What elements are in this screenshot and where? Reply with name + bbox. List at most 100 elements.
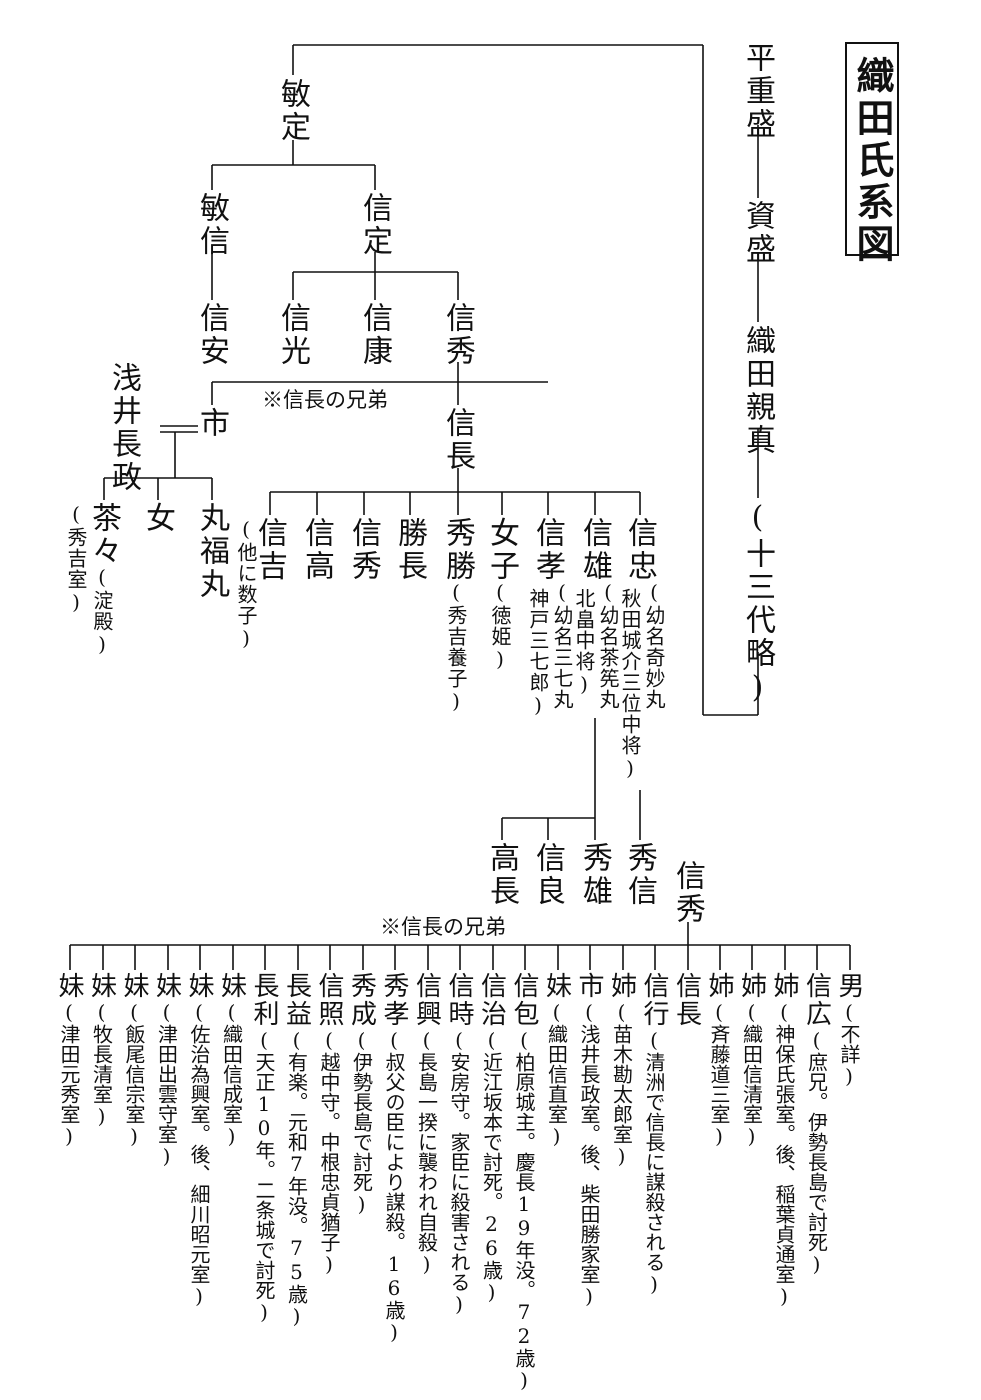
node-nobuhide: 信秀 [440,302,475,368]
sibling-8: 市(浅井長政室。後、柴田勝家室) [574,972,604,1308]
sibling-note: (庶兄。伊勢長島で討死) [804,1028,829,1276]
node-joshi: 女子 [484,517,519,583]
sibling-15: 秀成(伊勢長島で討死) [346,972,377,1216]
node-nobuhide-bottom: 信秀 [670,860,705,926]
sibling-note: (神保氏張室。後、稲葉貞通室) [772,1000,796,1308]
node-nobukatsu: 信雄 [577,517,612,583]
sibling-note: (佐治為興室。後、細川昭元室) [187,1000,211,1308]
sibling-6: 信行(清洲で信長に謀殺される) [639,972,669,1296]
node-marufukumaru: 丸福丸 [194,502,229,601]
node-toshisada: 敏定 [275,78,310,144]
sibling-12: 信時(安房守。家臣に殺害される) [444,972,474,1316]
sibling-note: (斉藤道三室) [707,1000,731,1148]
sibling-name: 長利 [249,972,279,1028]
sibling-name: 妹 [184,972,214,1000]
node-azai-nagamasa-text: 浅井長政 [106,362,141,494]
node-nobumitsu: 信光 [275,302,310,368]
sibling-1: 信広(庶兄。伊勢長島で討死) [801,972,832,1276]
sibling-name: 妹 [54,972,84,1000]
note-kimyomaru: (幼名奇妙丸 [642,580,666,710]
sibling-note: (不詳) [837,1000,861,1088]
sibling-name: 秀孝 [379,972,409,1028]
sibling-22: 妹(飯尾信宗室) [119,972,149,1148]
sibling-name: 信治 [476,972,507,1028]
sibling-name: 秀成 [346,972,377,1028]
node-nobunaga: 信長 [440,407,475,473]
sibling-4: 姉(斉藤道三室) [704,972,734,1148]
ancestor-taira-shigemori: 平重盛 [740,42,775,141]
sibling-name: 信広 [801,972,832,1028]
node-hidekatsu: 秀勝 [440,517,475,583]
sibling-name: 姉 [736,972,767,1000]
sibling-name: 妹 [86,972,117,1000]
sibling-name: 長益 [281,972,312,1028]
sibling-18: 長利(天正10年。二条城で討死) [249,972,279,1324]
sibling-note: (苗木勘太郎室) [609,1000,634,1168]
sibling-note: (柏原城主。慶長19年没。72歳) [512,1028,536,1392]
sibling-note: (天正10年。二条城で討死) [252,1028,276,1324]
node-nobutaka: 信孝 [530,517,565,583]
node-ichi: 市 [194,407,229,440]
sibling-3: 姉(織田信清室) [736,972,767,1148]
sibling-name: 市 [574,972,604,1000]
node-nobuyoshi: 信吉 [252,517,287,583]
sibling-20: 妹(佐治為興室。後、細川昭元室) [184,972,214,1308]
sibling-16: 信照(越中守。中根忠貞猶子) [314,972,344,1276]
note-tokuhime: (徳姫) [488,580,512,672]
note-kitabatake: 北畠中将) [572,588,596,697]
sibling-note: (伊勢長島で討死) [349,1028,374,1216]
sibling-13: 信興(長島一揆に襲われ自殺) [411,972,442,1276]
sibling-17: 長益(有楽。元和7年没。75歳) [281,972,312,1328]
sibling-note: (織田信成室) [219,1000,244,1148]
sibling-name: 妹 [541,972,572,1000]
sibling-note: (織田信直室) [544,1000,569,1148]
note-others: (他に数子) [234,517,258,651]
node-chacha: 茶々 [86,502,121,568]
node-onna: 女 [140,502,175,535]
sibling-name: 信興 [411,972,442,1028]
node-takanaga: 高長 [484,842,519,908]
sibling-21: 妹(津田出雲守室) [152,972,182,1168]
sibling-name: 男 [834,972,864,1000]
sibling-name: 姉 [606,972,637,1000]
sibling-23: 妹(牧長清室) [86,972,117,1128]
node-nobusada: 信定 [357,192,392,258]
note-hideyoshi-wife: (秀吉室) [64,502,88,615]
note-akita: 秋田城介三位中将) [618,588,642,781]
note-nobunaga-siblings-lower: ※信長の兄弟 [380,915,506,939]
sibling-name: 妹 [216,972,247,1000]
ancestor-sukemori: 資盛 [740,200,775,266]
note-yododono: (淀殿) [90,565,114,657]
sibling-note: (長島一揆に襲われ自殺) [414,1028,439,1276]
node-nobuyasu-2: 信康 [357,302,392,368]
note-sanshichimaru: (幼名三七丸 [550,580,574,710]
note-thirteen-generations: (十三代略) [740,500,775,708]
node-nobuyasu: 信安 [194,302,229,368]
note-nobunaga-siblings-upper: ※信長の兄弟 [262,388,388,412]
sibling-name: 信時 [444,972,474,1028]
sibling-note: (有楽。元和7年没。75歳) [284,1028,309,1328]
sibling-24: 妹(津田元秀室) [54,972,84,1148]
ancestor-oda-chikazane: 織田親真 [740,325,775,457]
sibling-11: 信治(近江坂本で討死。26歳) [476,972,507,1304]
sibling-note: (越中守。中根忠貞猶子) [317,1028,341,1276]
sibling-name: 信照 [314,972,344,1028]
sibling-note: (浅井長政室。後、柴田勝家室) [577,1000,601,1308]
note-kanbe: 神戸三七郎) [526,588,550,718]
node-nobutaka-2: 信高 [299,517,334,583]
node-nobuyoshi-2: 信良 [530,842,565,908]
sibling-note: (飯尾信宗室) [122,1000,146,1148]
sibling-19: 妹(織田信成室) [216,972,247,1148]
diagram-title: 織田氏系図 [850,56,895,266]
sibling-14: 秀孝(叔父の臣により謀殺。16歳) [379,972,409,1344]
sibling-5: 信長 [672,972,702,1028]
title-box [845,42,899,256]
sibling-note: (近江坂本で討死。26歳) [479,1028,504,1304]
sibling-note: (津田出雲守室) [154,1000,179,1168]
sibling-0: 男(不詳) [834,972,864,1088]
sibling-note: (織田信清室) [739,1000,764,1148]
sibling-note: (叔父の臣により謀殺。16歳) [382,1028,406,1344]
sibling-name: 信包 [509,972,539,1028]
sibling-2: 姉(神保氏張室。後、稲葉貞通室) [769,972,799,1308]
